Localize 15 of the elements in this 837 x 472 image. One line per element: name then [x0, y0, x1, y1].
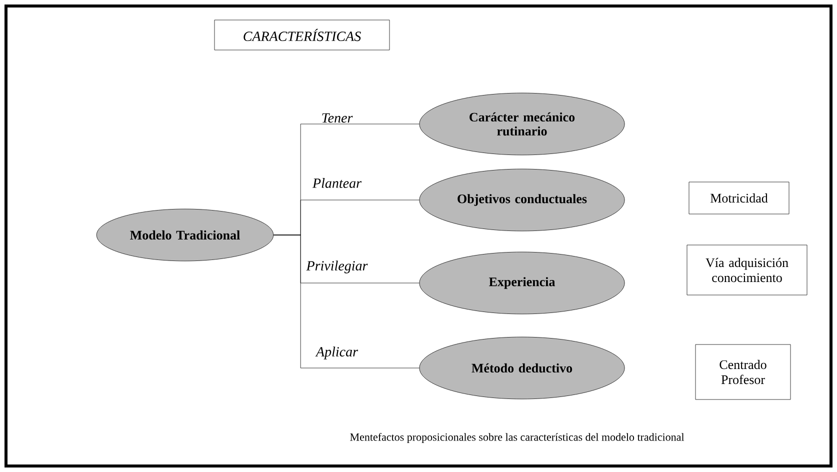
ellipse-node: Carácter mecánico rutinario: [419, 92, 625, 156]
ellipse-node: Experiencia: [419, 252, 625, 314]
text-box: Motricidad: [688, 182, 790, 214]
caption: Mentefactos proposicionales sobre las características del modelo tradicional: [350, 432, 684, 444]
edge-label: Plantear: [312, 178, 362, 188]
text-box: Centrado Profesor: [695, 344, 791, 400]
ellipse-node: Modelo Tradicional: [96, 208, 274, 262]
ellipse-node: Método deductivo: [419, 336, 625, 400]
title-box: CARACTERÍSTICAS: [214, 20, 390, 50]
edge-label: Privilegiar: [306, 260, 368, 274]
edge-label: Aplicar: [315, 346, 358, 360]
text-box: Vía adquisición conocimiento: [686, 244, 808, 296]
edge-label: Tener: [322, 113, 353, 123]
connector: [273, 234, 420, 368]
ellipse-node: Objetivos conductuales: [419, 168, 625, 232]
